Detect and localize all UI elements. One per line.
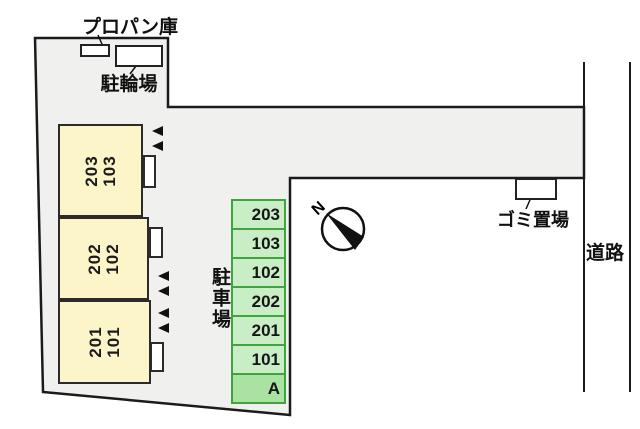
unit-number-lower: 103 (99, 154, 119, 187)
entrance-arrow-icon (158, 271, 169, 281)
garbage-area-label: ゴミ置場 (497, 210, 569, 230)
parking-space-number: 201 (251, 320, 280, 340)
building-201-101: 201 101 (58, 300, 151, 384)
building-unit-numbers: 202 102 (84, 242, 122, 275)
parking-space-number: 103 (251, 233, 280, 253)
propane-storage-box (80, 44, 110, 57)
building-entrance-landing (149, 227, 163, 258)
unit-number-upper: 202 (84, 242, 104, 275)
parking-space-number: 203 (251, 204, 280, 224)
building-unit-numbers: 201 101 (85, 326, 123, 358)
building-203-103: 203 103 (58, 124, 143, 217)
building-202-102: 202 102 (58, 217, 149, 300)
parking-space-101: 101 (231, 344, 286, 375)
garbage-area-box (515, 178, 557, 200)
unit-number-lower: 101 (103, 326, 123, 358)
bicycle-parking-label: 駐輪場 (100, 74, 158, 95)
unit-number-lower: 102 (102, 242, 122, 275)
propane-label: プロパン庫 (82, 17, 178, 38)
parking-space-a: A (231, 373, 286, 404)
unit-number-upper: 201 (85, 326, 105, 358)
compass-needle (326, 213, 364, 250)
parking-space-number: 101 (251, 349, 280, 369)
parking-space-102: 102 (231, 257, 286, 288)
parking-space-number: A (267, 378, 280, 398)
parking-space-103: 103 (231, 228, 286, 259)
entrance-arrow-icon (152, 126, 163, 136)
parking-space-202: 202 (231, 286, 286, 317)
parking-space-203: 203 (231, 199, 286, 230)
parking-space-201: 201 (231, 315, 286, 346)
bicycle-leader-line (129, 65, 137, 75)
unit-number-upper: 203 (81, 154, 101, 187)
parking-lot-label: 駐車場 (209, 266, 230, 330)
parking-space-number: 202 (251, 291, 280, 311)
entrance-arrow-icon (158, 323, 169, 333)
bicycle-parking-box (115, 45, 163, 67)
north-compass-icon: N (309, 198, 366, 252)
building-entrance-landing (150, 342, 164, 372)
building-unit-numbers: 203 103 (81, 154, 119, 187)
road-label: 道路 (585, 243, 624, 264)
entrance-arrow-icon (152, 141, 163, 151)
building-entrance-landing (143, 155, 156, 188)
entrance-arrow-icon (158, 308, 169, 318)
entrance-arrow-icon (158, 286, 169, 296)
parking-space-number: 102 (251, 262, 280, 282)
